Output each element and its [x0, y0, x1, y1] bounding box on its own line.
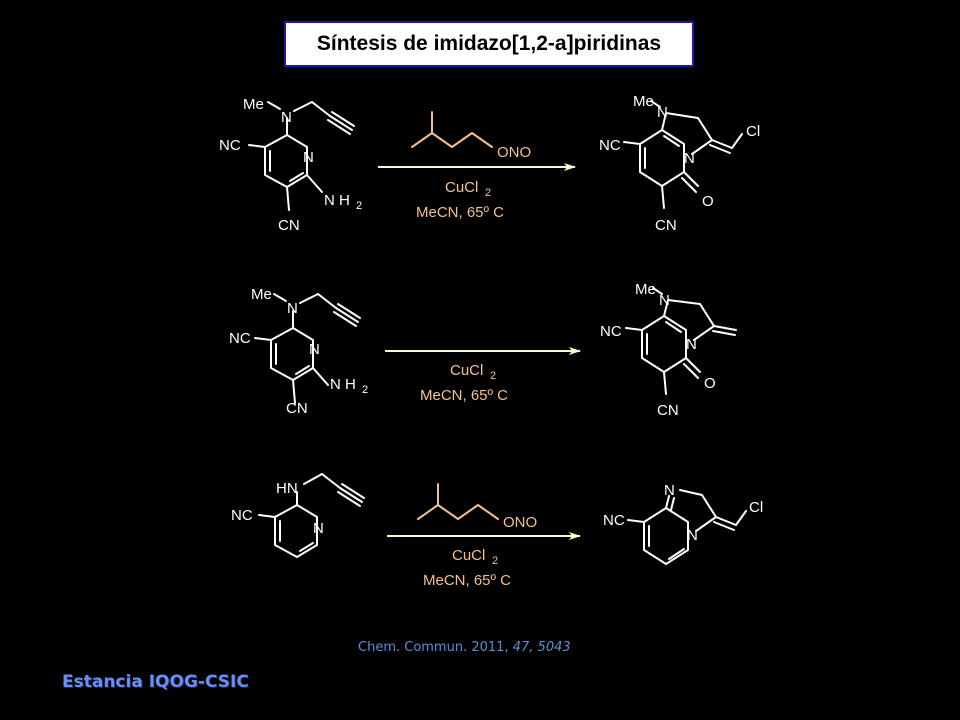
atom-n: N — [657, 104, 668, 121]
row1-reagent-structure — [411, 111, 493, 148]
reagent-cucl-subscript: 2 — [485, 187, 491, 199]
footer-label: Estancia IQOG-CSIC — [62, 672, 249, 692]
reagent-cucl-subscript: 2 — [492, 555, 498, 567]
atom-cn: CN — [655, 217, 677, 234]
atom-nc: NC — [231, 507, 253, 524]
reagent-cucl-subscript: 2 — [490, 370, 496, 382]
reagent-cucl: CuCl — [450, 362, 483, 379]
reagent-ono: ONO — [497, 144, 531, 161]
atom-hn: HN — [276, 480, 298, 497]
atom-n: N — [313, 520, 324, 537]
atom-n: N — [684, 150, 695, 167]
citation-volume: 47, — [512, 640, 534, 655]
reagent-conditions: MeCN, 65º C — [423, 572, 511, 589]
row3-reactant — [258, 473, 365, 558]
atom-nh: N H — [330, 376, 356, 393]
reagent-cucl: CuCl — [445, 179, 478, 196]
atom-n: N — [287, 300, 298, 317]
atom-nc: NC — [603, 512, 625, 529]
atom-nh: N H — [324, 192, 350, 209]
row2-reactant — [254, 293, 361, 404]
atom-nc: NC — [600, 323, 622, 340]
atom-n: N — [664, 482, 675, 499]
reagent-cucl: CuCl — [452, 547, 485, 564]
reagent-ono: ONO — [503, 514, 537, 531]
atom-cn: CN — [278, 217, 300, 234]
citation-journal: Chem. Commun. — [358, 640, 468, 655]
row2-product — [625, 287, 737, 395]
atom-o: O — [702, 193, 714, 210]
citation: Chem. Commun. 2011, 47, 5043 — [358, 640, 571, 655]
atom-n: N — [686, 336, 697, 353]
page-title: Síntesis de imidazo[1,2-a]piridinas — [316, 32, 662, 55]
citation-page: 5043 — [537, 640, 571, 655]
atom-o: O — [704, 375, 716, 392]
atom-me: Me — [633, 93, 654, 110]
atom-h2-subscript: 2 — [356, 200, 362, 212]
row1-product — [623, 100, 743, 209]
atom-n: N — [659, 292, 670, 309]
reagent-conditions: MeCN, 65º C — [420, 387, 508, 404]
atom-cn: CN — [286, 400, 308, 417]
citation-year: 2011, — [471, 640, 509, 655]
atom-cl: Cl — [746, 123, 760, 140]
atom-me: Me — [251, 286, 272, 303]
atom-n: N — [303, 149, 314, 166]
atom-n: N — [281, 109, 292, 126]
row1-reactant — [248, 101, 355, 211]
atom-h2-subscript: 2 — [362, 384, 368, 396]
atom-me: Me — [243, 96, 264, 113]
title-box: Síntesis de imidazo[1,2-a]piridinas — [284, 21, 694, 67]
atom-nc: NC — [599, 137, 621, 154]
row3-product — [627, 489, 747, 565]
atom-cn: CN — [657, 402, 679, 419]
atom-n: N — [687, 527, 698, 544]
atom-nc: NC — [229, 330, 251, 347]
atom-nc: NC — [219, 137, 241, 154]
atom-n: N — [309, 341, 320, 358]
atom-me: Me — [635, 281, 656, 298]
atom-cl: Cl — [749, 499, 763, 516]
row3-reagent-structure — [417, 483, 499, 520]
reagent-conditions: MeCN, 65º C — [416, 204, 504, 221]
